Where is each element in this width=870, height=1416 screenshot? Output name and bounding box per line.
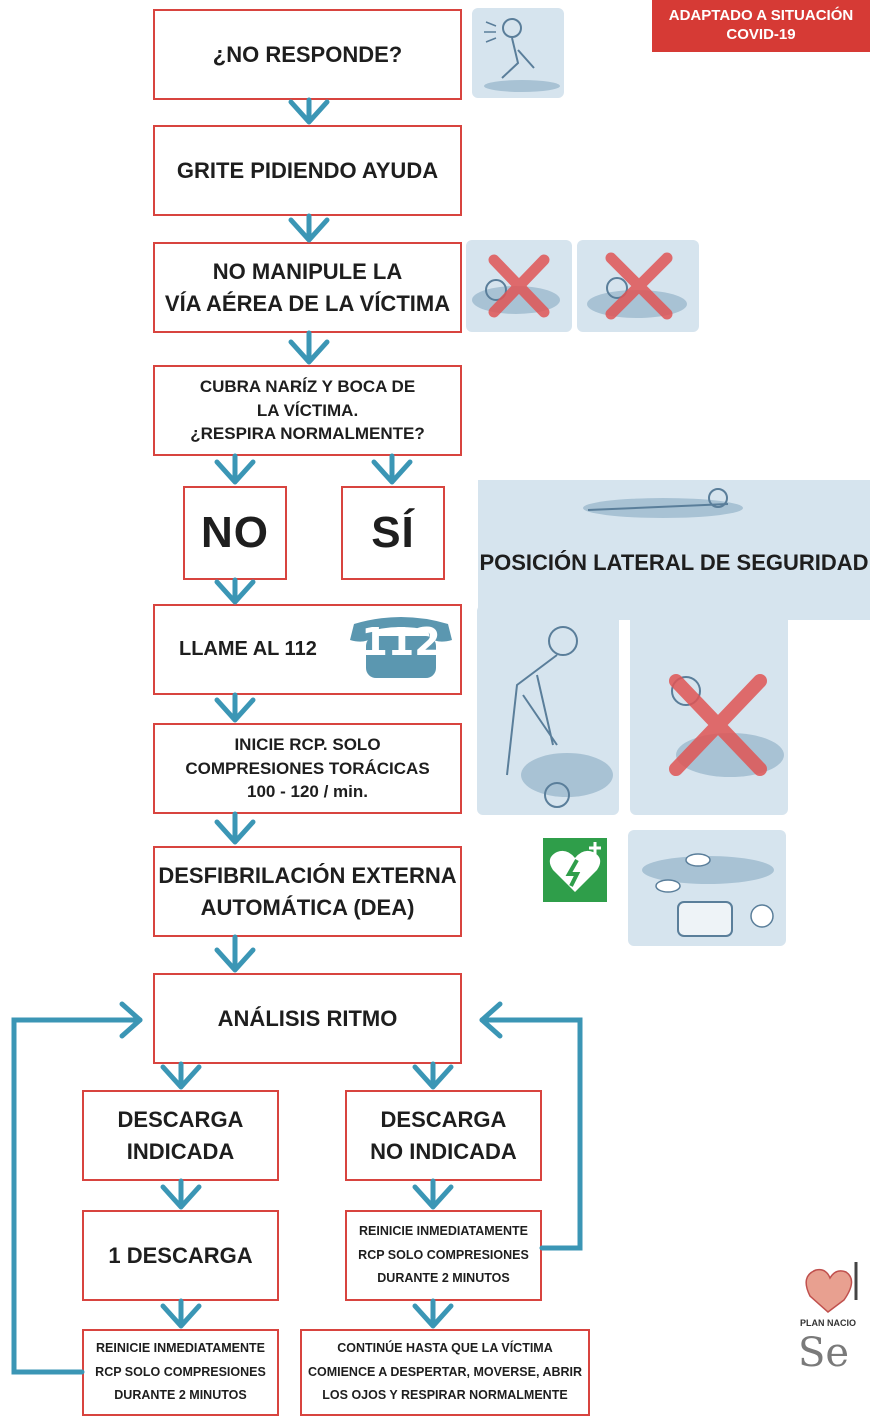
loop-right-head xyxy=(479,1001,503,1039)
plan-logo-text: PLAN NACIO xyxy=(800,1318,856,1328)
recovery-position-panel: POSICIÓN LATERAL DE SEGURIDAD xyxy=(478,480,870,620)
answer-no: NO xyxy=(183,486,287,580)
step-dea: DESFIBRILACIÓN EXTERNA AUTOMÁTICA (DEA) xyxy=(153,846,462,937)
step-continue: CONTINÚE HASTA QUE LA VÍCTIMA COMIENCE A… xyxy=(300,1329,590,1416)
step-reinicie-left: REINICIE INMEDIATAMENTE RCP SOLO COMPRES… xyxy=(82,1329,279,1416)
mouth-to-mouth-crossed-illustration xyxy=(630,605,788,815)
phone-number: 112 xyxy=(361,620,441,664)
step-cubra: CUBRA NARÍZ Y BOCA DE LA VÍCTIMA. ¿RESPI… xyxy=(153,365,462,456)
step-inicie-rcp: INICIE RCP. SOLO COMPRESIONES TORÁCICAS … xyxy=(153,723,462,814)
recovery-position-illustration xyxy=(583,488,743,518)
loop-left xyxy=(11,1017,143,1375)
answer-si: SÍ xyxy=(341,486,445,580)
chest-compression-illustration xyxy=(477,605,619,815)
step-no-responde: ¿NO RESPONDE? xyxy=(153,9,462,100)
plan-logo: PLAN NACIO xyxy=(800,1256,870,1328)
aed-pads-illustration xyxy=(628,830,786,946)
airway-crossed-illustration-2 xyxy=(577,240,699,332)
semes-logo: Se xyxy=(798,1330,870,1390)
chevrons xyxy=(163,102,451,1326)
recovery-position-label: POSICIÓN LATERAL DE SEGURIDAD xyxy=(479,550,869,575)
airway-crossed-illustration-1 xyxy=(466,240,572,332)
shaking-victim-illustration xyxy=(472,8,564,98)
step-descarga-no-indicada: DESCARGA NO INDICADA xyxy=(345,1090,542,1181)
semes-logo-text: Se xyxy=(798,1330,850,1376)
covid-badge-text: ADAPTADO A SITUACIÓN COVID-19 xyxy=(668,7,854,43)
step-descarga-indicada: DESCARGA INDICADA xyxy=(82,1090,279,1181)
covid-badge: ADAPTADO A SITUACIÓN COVID-19 xyxy=(652,0,870,52)
loop-right xyxy=(479,1017,583,1251)
step-analisis: ANÁLISIS RITMO xyxy=(153,973,462,1064)
step-no-manipule: NO MANIPULE LA VÍA AÉREA DE LA VÍCTIMA xyxy=(153,242,462,333)
phone-icon: 112 xyxy=(348,614,454,680)
aed-heart-icon xyxy=(543,838,607,902)
step-grite: GRITE PIDIENDO AYUDA xyxy=(153,125,462,216)
step-reinicie-right: REINICIE INMEDIATAMENTE RCP SOLO COMPRES… xyxy=(345,1210,542,1301)
step-una-descarga: 1 DESCARGA xyxy=(82,1210,279,1301)
loop-left-head xyxy=(119,1001,143,1039)
